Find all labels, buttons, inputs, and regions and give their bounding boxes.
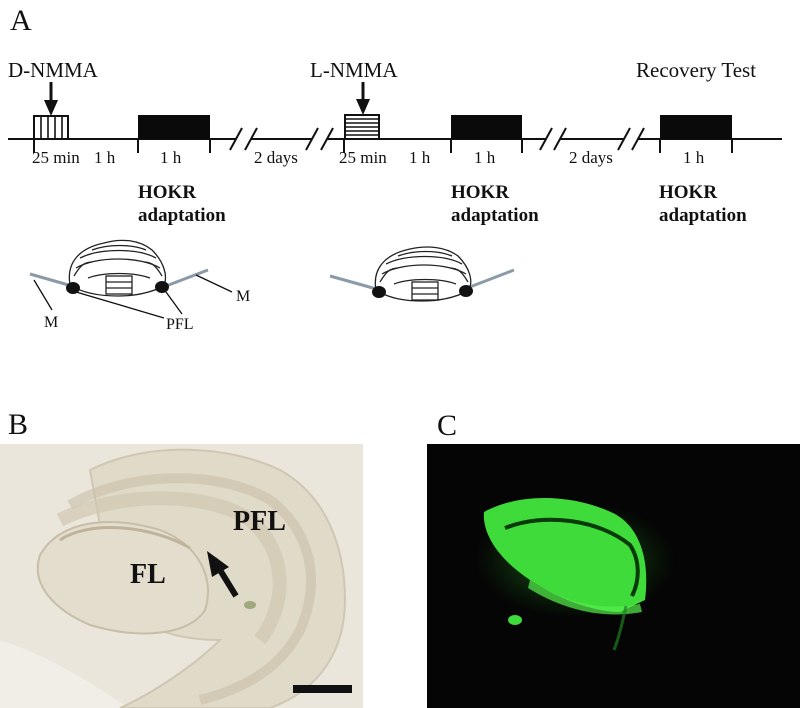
interval-label-1: 2 days: [254, 148, 298, 167]
histology-section-brightfield: [0, 444, 363, 708]
m-label-left: M: [44, 314, 58, 331]
scale-bar: [293, 685, 352, 693]
hokr-caption-1-line1: HOKR: [138, 182, 196, 203]
hokr-session-block-1: [138, 115, 210, 139]
hokr-caption-2-line2: adaptation: [451, 205, 539, 226]
session-duration-label-1: 1 h: [160, 148, 182, 167]
schematic-pointer-lines: [33, 274, 233, 319]
l-nmma-infusion-box: [344, 114, 380, 140]
axis-break-marks: [229, 127, 645, 151]
session-duration-label-2: 1 h: [474, 148, 496, 167]
panel-c-letter: C: [437, 409, 457, 442]
interval-label-2: 2 days: [569, 148, 613, 167]
d-nmma-infusion-box: [33, 115, 69, 140]
gap-duration-label-1: 1 h: [94, 148, 116, 167]
d-nmma-arrow: [44, 82, 58, 116]
pfl-label-schematic: PFL: [166, 316, 194, 333]
infusion-duration-label-1: 25 min: [32, 148, 80, 167]
session-duration-label-3: 1 h: [683, 148, 705, 167]
panel-b-letter: B: [8, 408, 28, 441]
hokr-caption-3-line2: adaptation: [659, 205, 747, 226]
recovery-test-label: Recovery Test: [636, 58, 756, 82]
hokr-session-block-2: [451, 115, 522, 139]
cerebellum-schematic-1: [29, 239, 209, 297]
hokr-caption-3-line1: HOKR: [659, 182, 717, 203]
hokr-session-block-3: [660, 115, 732, 139]
cerebellum-schematic-2: [329, 246, 515, 302]
l-nmma-arrow: [356, 82, 370, 115]
fl-label: FL: [130, 559, 166, 590]
hokr-caption-2-line1: HOKR: [451, 182, 509, 203]
infusion-duration-label-2: 25 min: [339, 148, 387, 167]
hokr-caption-1-line2: adaptation: [138, 205, 226, 226]
gap-duration-label-2: 1 h: [409, 148, 431, 167]
l-nmma-label: L-NMMA: [310, 58, 398, 82]
panel-a-letter: A: [10, 4, 32, 37]
timeline-ticks: [33, 139, 733, 153]
d-nmma-label: D-NMMA: [8, 58, 99, 82]
m-label-right: M: [236, 288, 250, 305]
pfl-label-histology: PFL: [233, 506, 286, 537]
injection-site-arrow: [207, 551, 239, 598]
fluorescence-image: [427, 444, 800, 708]
